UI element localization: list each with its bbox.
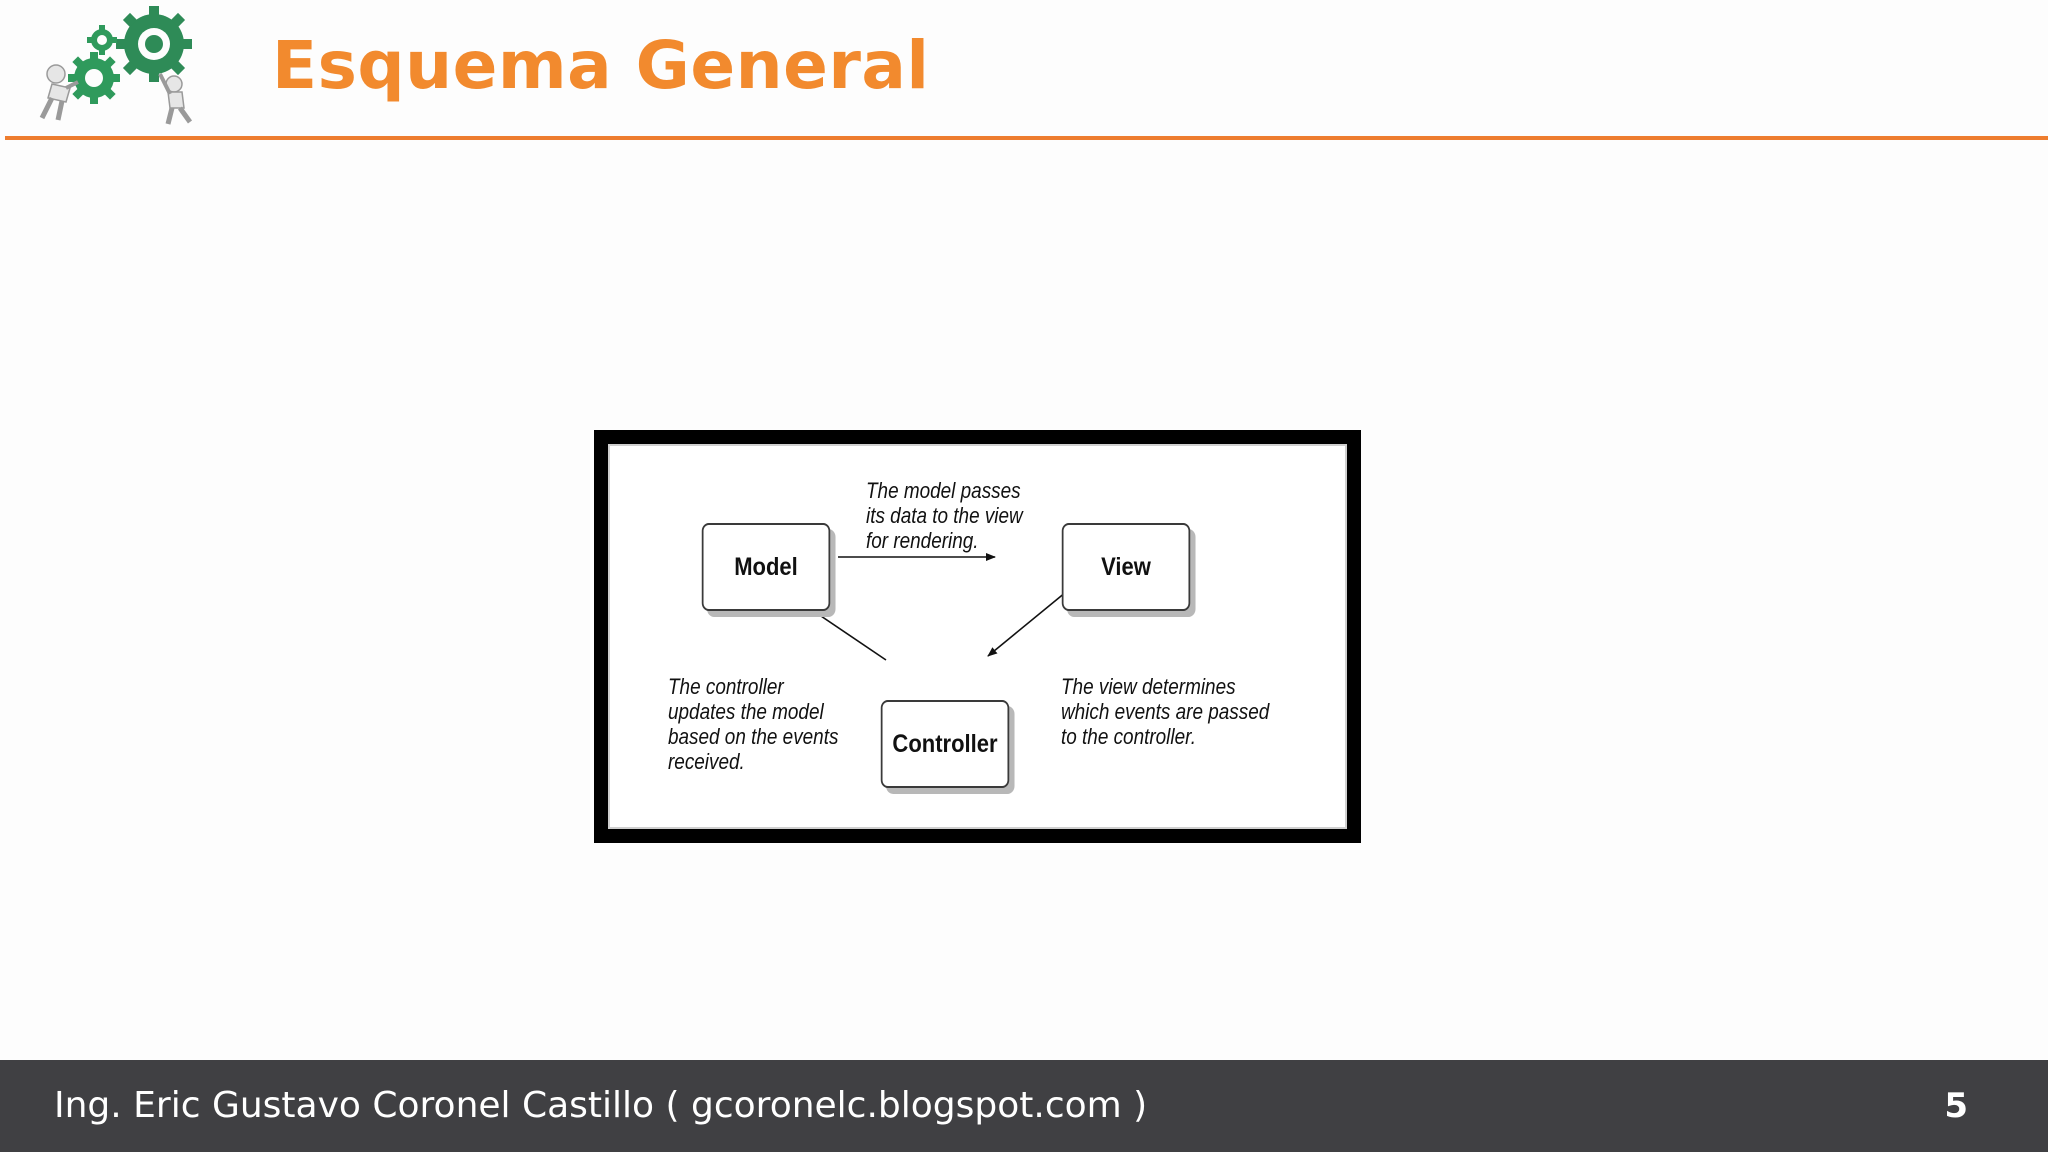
large-gear-icon (116, 6, 192, 82)
controller-node: Controller (880, 700, 1010, 788)
person-carrying-icon (158, 73, 193, 125)
page-number: 5 (1944, 1086, 1968, 1126)
small-gear-icon (87, 25, 117, 55)
view-node: View (1061, 523, 1191, 611)
note-model-to-view: The model passes its data to the view fo… (866, 478, 1023, 553)
arrow-view-to-controller (987, 591, 1067, 657)
person-pushing-icon (39, 64, 79, 121)
slide-header: Esquema General (0, 0, 2048, 142)
note-view-to-controller: The view determines which events are pas… (1061, 674, 1270, 749)
slide-title: Esquema General (272, 27, 930, 104)
slide-footer: Ing. Eric Gustavo Coronel Castillo ( gco… (0, 1060, 2048, 1152)
footer-author: Ing. Eric Gustavo Coronel Castillo ( gco… (54, 1085, 1148, 1126)
header-divider (5, 136, 2048, 140)
mvc-diagram-panel: Model View Controller The model passes i… (608, 444, 1347, 829)
model-node: Model (701, 523, 831, 611)
note-controller-to-model: The controller updates the model based o… (668, 674, 839, 774)
medium-gear-icon (68, 52, 120, 104)
gears-people-logo (39, 6, 193, 125)
mvc-diagram-frame: Model View Controller The model passes i… (594, 430, 1361, 843)
